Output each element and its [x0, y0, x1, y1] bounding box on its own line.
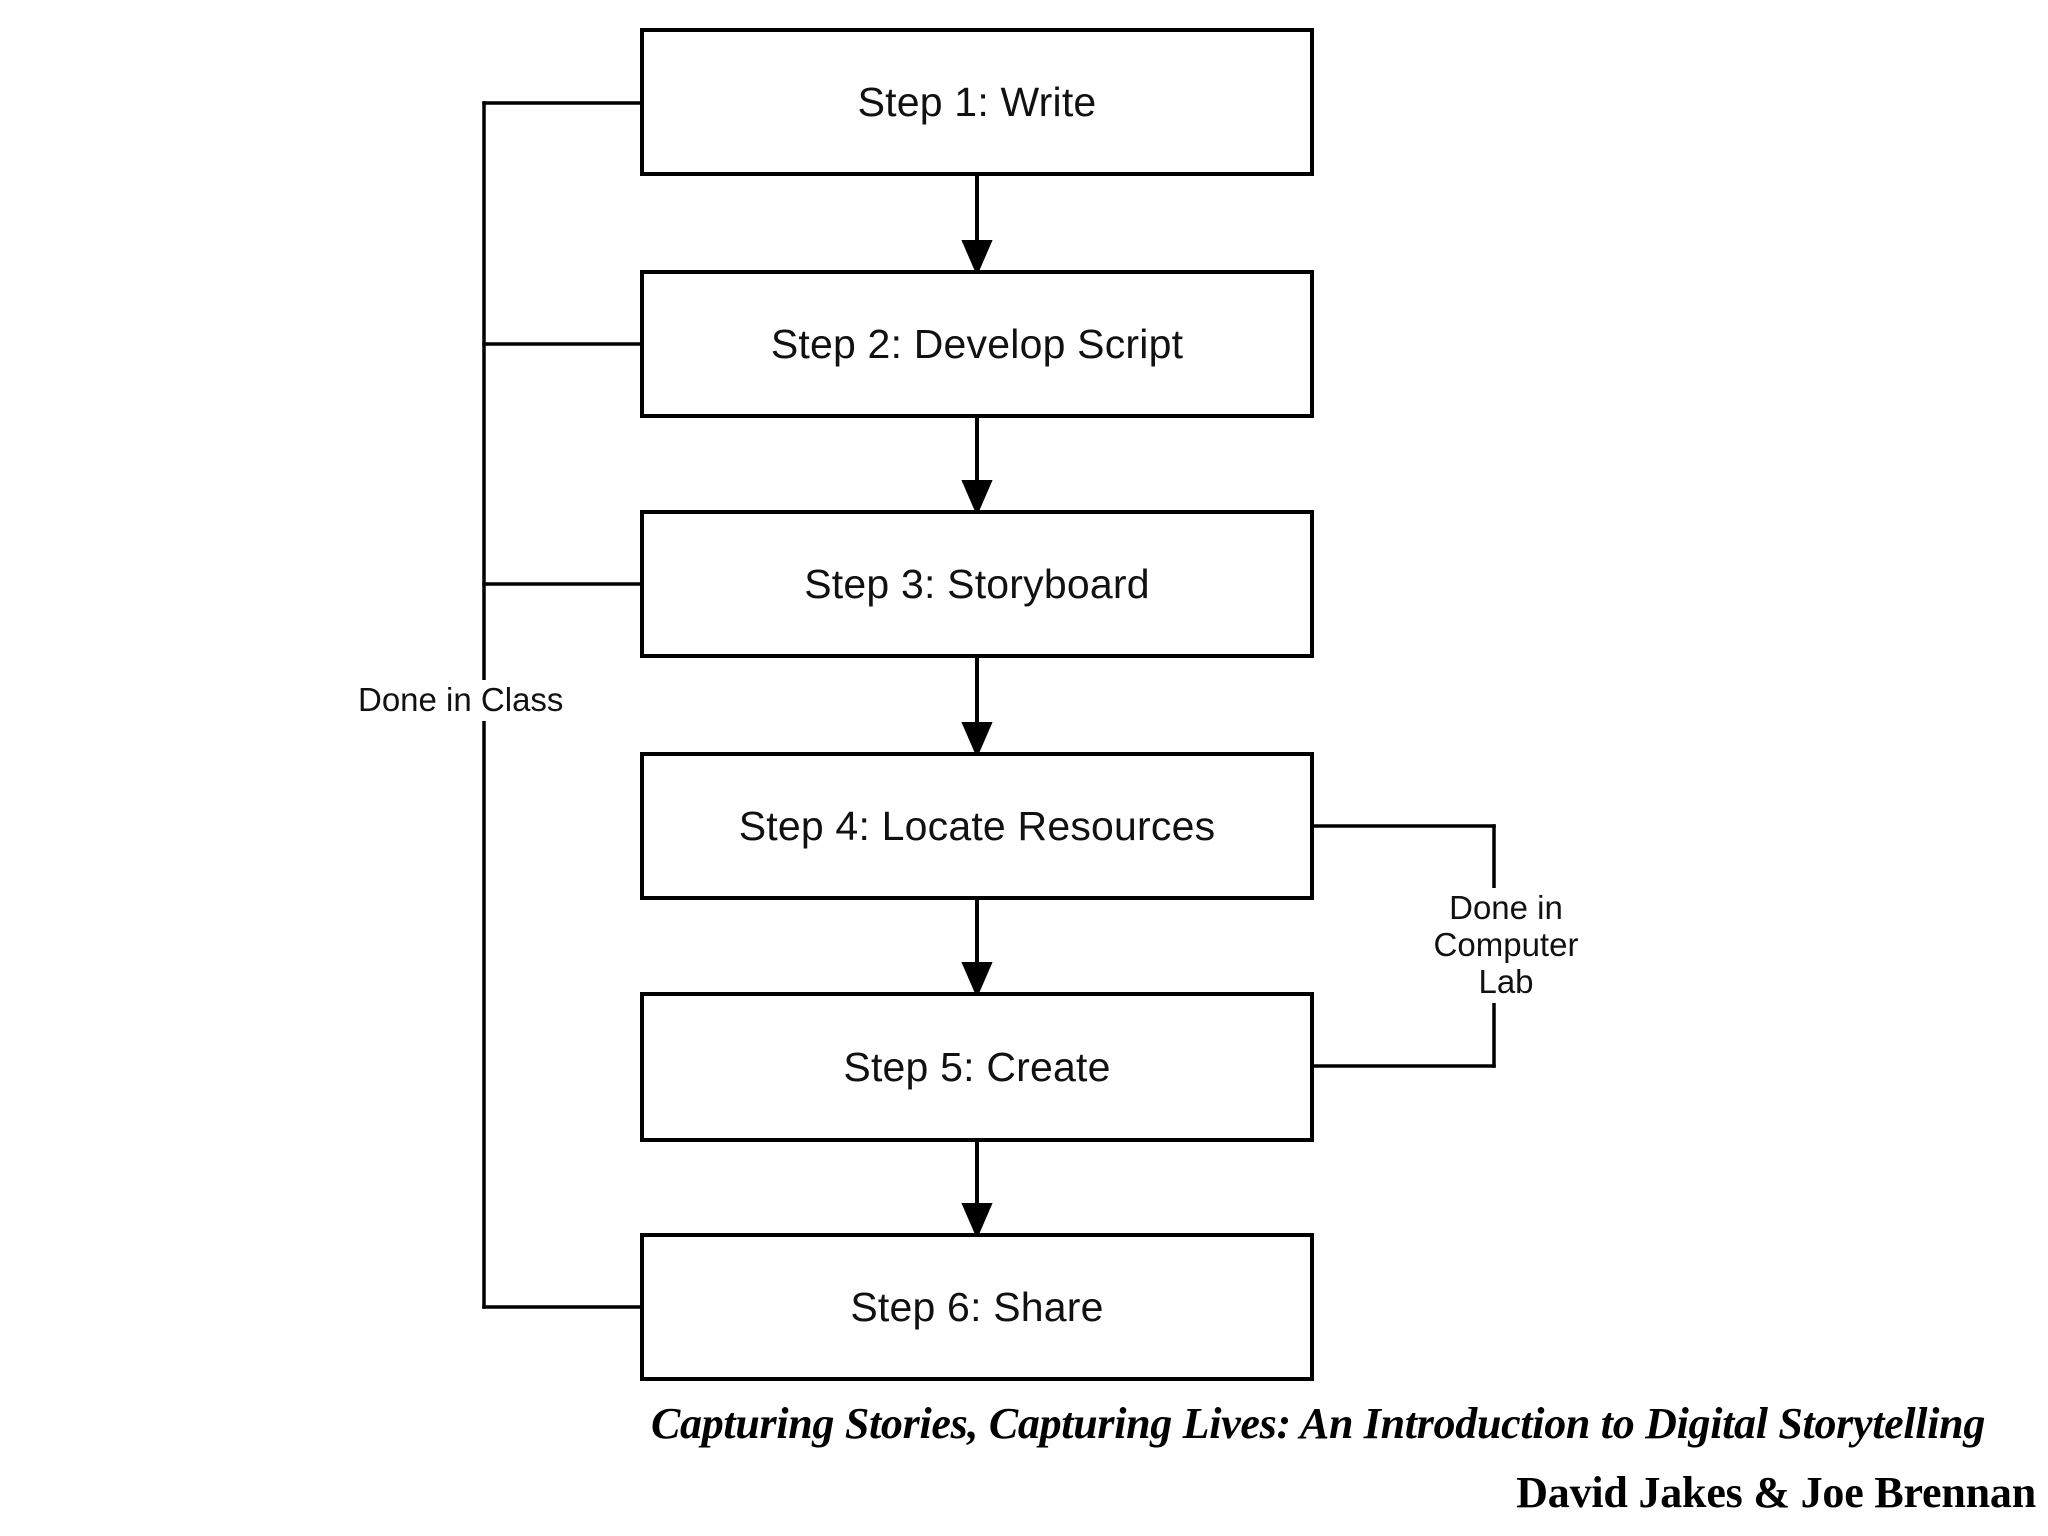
step-label-3: Step 3: Storyboard: [804, 560, 1150, 607]
step-label-1: Step 1: Write: [857, 78, 1097, 125]
step-box-2[interactable]: Step 2: Develop Script: [640, 270, 1314, 418]
caption-block: Capturing Stories, Capturing Lives: An I…: [600, 1398, 2036, 1518]
done-in-class-label: Done in Class: [352, 680, 570, 721]
step-box-5[interactable]: Step 5: Create: [640, 992, 1314, 1142]
step-label-4: Step 4: Locate Resources: [738, 802, 1216, 849]
step-box-1[interactable]: Step 1: Write: [640, 28, 1314, 176]
step-label-5: Step 5: Create: [843, 1043, 1111, 1090]
caption-title: Capturing Stories, Capturing Lives: An I…: [650, 1399, 1986, 1448]
done-in-computer-lab-line-2: Computer: [1433, 925, 1579, 963]
step-label-2: Step 2: Develop Script: [770, 320, 1184, 367]
done-in-computer-lab-line-1: Done in: [1449, 889, 1563, 926]
done-in-computer-lab-label: Done in Computer Lab: [1405, 888, 1607, 1003]
step-label-6: Step 6: Share: [850, 1283, 1104, 1330]
step-box-4[interactable]: Step 4: Locate Resources: [640, 752, 1314, 900]
caption-authors: David Jakes & Joe Brennan: [1516, 1468, 2036, 1517]
step-box-3[interactable]: Step 3: Storyboard: [640, 510, 1314, 658]
done-in-computer-lab-line-3: Lab: [1478, 962, 1534, 1000]
step-box-6[interactable]: Step 6: Share: [640, 1233, 1314, 1381]
